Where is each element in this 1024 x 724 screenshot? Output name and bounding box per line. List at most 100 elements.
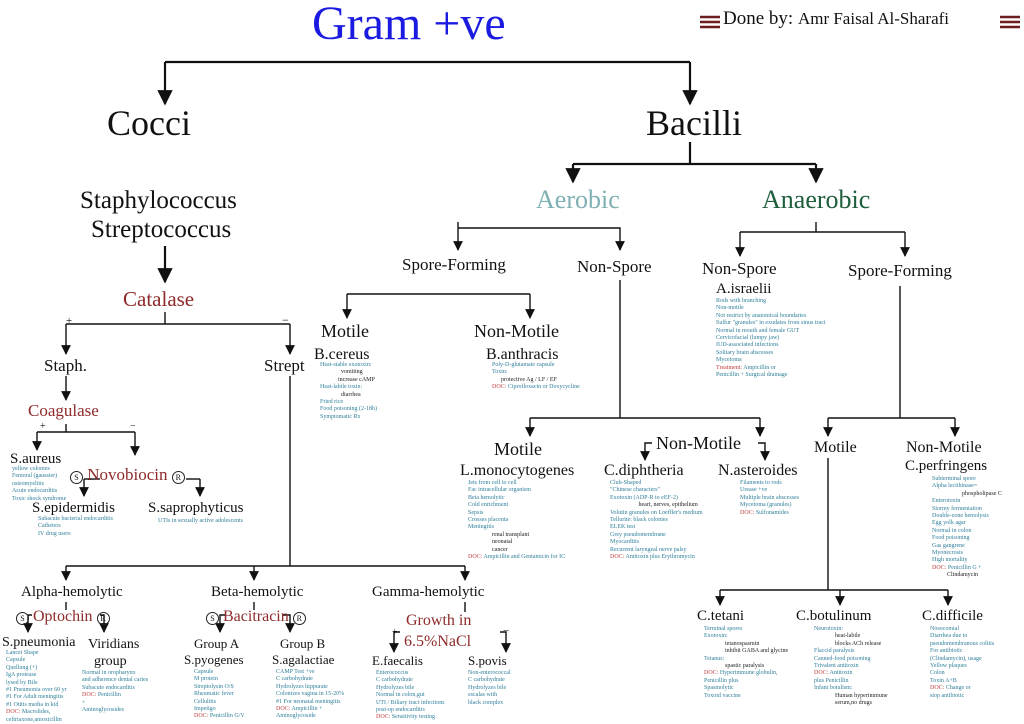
- s-epidermidis-notes: Subacute bacterial endocarditis Catheter…: [38, 516, 113, 538]
- note-line: Penicillin + Surgical drainage: [716, 372, 788, 379]
- gamma-hemolytic: Gamma-hemolytic: [372, 584, 485, 600]
- anaerobic-motile: Motile: [814, 439, 857, 456]
- optochin-test: S Optochin R: [16, 608, 110, 625]
- note-line: increase cAMP: [320, 376, 375, 383]
- s-saprophyticus-name: S.saprophyticus: [148, 500, 244, 516]
- note-line: lysed by Bile: [6, 679, 38, 686]
- note-line: Toxoid vaccine: [704, 692, 741, 699]
- anaerobic-non-spore: Non-Spore: [702, 259, 777, 278]
- note-line: renal transplant: [468, 531, 530, 538]
- viridans-name: Viridians: [88, 637, 140, 652]
- note-line: Heat-labile toxin:: [320, 384, 363, 391]
- b-cereus-name: B.cereus: [314, 346, 370, 363]
- note-line: DOC: Antitoxin plus Erythromycin: [610, 554, 695, 561]
- s-pneumonia-notes: Lancet Shape Capsule Quellung (+) IgA pr…: [6, 650, 67, 724]
- s-pneumonia-name: S.pneumonia: [2, 635, 76, 650]
- b-cereus-notes: Heat-stable exotoxin: vomiting increase …: [320, 362, 377, 421]
- note-line: Grey pseudomembrane: [610, 531, 666, 538]
- note-line: osteomyelitis: [12, 480, 44, 487]
- note-line: Egg yolk agar: [932, 520, 966, 527]
- note-line: Clindamycin: [932, 572, 978, 579]
- note-line: phospholipase C: [932, 490, 1002, 497]
- note-line: Non-enterococcal: [468, 670, 511, 676]
- note-line: High mortality: [932, 557, 968, 564]
- note-line: diarrhea: [320, 391, 361, 398]
- c-tetani-name: C.tetani: [697, 608, 745, 624]
- note-line: DOC: Ampicillin and Gentamicin for IC: [468, 554, 566, 561]
- coagulase-minus: −: [130, 421, 136, 432]
- treatment-label: DOC:: [610, 554, 625, 561]
- c-diphtheria-notes: Club-Shaped "Chinese characters" Exotoxi…: [610, 480, 703, 561]
- note-line: Yellow plaques: [930, 663, 967, 670]
- treatment-label: DOC:: [6, 709, 21, 716]
- note-line: Non-motile: [716, 305, 744, 312]
- note-line: UTI / Biliary tract infections: [376, 699, 445, 706]
- note-line: Normal in oropharynx: [82, 670, 136, 676]
- note-line: Lancet Shape: [6, 650, 39, 656]
- note-line: Diarrhea due to: [930, 633, 968, 640]
- bacilli-node: Bacilli: [646, 103, 742, 143]
- note-line: Enterotoxin: [932, 498, 961, 505]
- aerobic-node: Aerobic: [536, 185, 620, 214]
- note-line: tetanospasmin: [704, 640, 760, 647]
- note-line: "Chinese characters": [610, 487, 661, 494]
- c-perfringens-notes: Subterminal spore Alpha lecithinase= pho…: [932, 476, 1002, 580]
- note-line: #1 Pneumonia over 60 yr: [6, 687, 67, 694]
- treatment-label: DOC:: [704, 670, 719, 677]
- c-diphtheria-name: C.diphtheria: [604, 462, 684, 479]
- l-monocytogenes-name: L.monocytogenes: [460, 462, 575, 479]
- note-line: Sulfur "granules" in exudates from sinus…: [716, 320, 826, 327]
- aerobic-motile: Motile: [494, 439, 542, 459]
- note-line: neonatal: [468, 539, 513, 546]
- note-line: Multiple brain abscesses: [740, 494, 799, 501]
- l-monocytogenes-notes: Jets from cell to cell Fac intracellular…: [468, 480, 565, 561]
- resistant-icon: R: [96, 612, 110, 625]
- note-line: yellow colonies: [12, 466, 50, 472]
- note-line: Hydrolyzes bile: [376, 684, 415, 691]
- treatment-label: DOC:: [276, 706, 291, 713]
- note-line: Tetanus:: [704, 655, 725, 662]
- note-line: Catheters: [38, 523, 61, 530]
- sensitive-icon: S: [16, 612, 29, 625]
- note-line: DOC: Ciprofloxacin or Doxycycline: [492, 384, 580, 391]
- note-line: DOC: Macrolides,: [6, 709, 51, 716]
- treatment-label: DOC:: [930, 685, 945, 692]
- novobiocin-test: S Novobiocin R: [70, 465, 185, 484]
- note-line: Cold enrichment: [468, 502, 509, 509]
- s-saprophyticus-notes: UTIs in sexually active adolescents: [158, 518, 243, 525]
- note-line: heat-labile: [814, 633, 861, 640]
- note-line: Rods with branching: [716, 298, 766, 304]
- page-title: Gram +ve: [312, 0, 506, 50]
- note-line: Tellurite: black colonies: [610, 517, 668, 524]
- treatment-label: DOC:: [468, 554, 483, 561]
- note-line: and adherence dental caries: [82, 677, 149, 684]
- note-line: Alpha lecithinase=: [932, 483, 978, 490]
- note-line: M protein: [194, 676, 218, 683]
- note-line: #1 For neonatal meningitis: [276, 698, 341, 705]
- c-botulinum-notes: Neurotoxin: heat-labile blocks ACh relea…: [814, 626, 888, 707]
- treatment-label: DOC:: [814, 670, 829, 677]
- b-anthracis-name: B.anthracis: [486, 346, 559, 363]
- s-pyogenes-name: S.pyogenes: [184, 652, 244, 667]
- note-line: Mycetoma (granules): [740, 502, 792, 509]
- note-line: Colonizes vagina in 15-20%: [276, 691, 345, 698]
- nacl-test: 6.5%NaCl: [404, 633, 472, 650]
- cocci-node: Cocci: [107, 103, 191, 143]
- note-line: Cervicofacial (lumpy jaw): [716, 335, 780, 342]
- group-a: Group A: [194, 636, 240, 651]
- resistant-icon: R: [171, 471, 185, 484]
- note-line: IgA protease: [6, 672, 37, 679]
- note-line: Sepsis: [468, 509, 484, 516]
- note-line: Colon: [930, 670, 945, 677]
- catalase-minus: −: [282, 313, 289, 327]
- author-credit: Done by: Amr Faisal Al-Sharafi: [723, 8, 949, 30]
- nacl-minus: −: [503, 625, 510, 637]
- s-aureus-notes: yellow colonies Femoral (gaussier) osteo…: [12, 466, 66, 503]
- note-line: black complex: [468, 699, 504, 706]
- note-line: Subacute bacterial endocarditis: [38, 516, 113, 522]
- note-line: Hydrolyzes hippurate: [276, 683, 328, 690]
- note-line: Nosocomial: [930, 626, 959, 632]
- treatment-label: DOC:: [376, 714, 391, 721]
- note-line: Gas gangrene: [932, 542, 965, 549]
- note-line: CAMP Test +ve: [276, 669, 315, 675]
